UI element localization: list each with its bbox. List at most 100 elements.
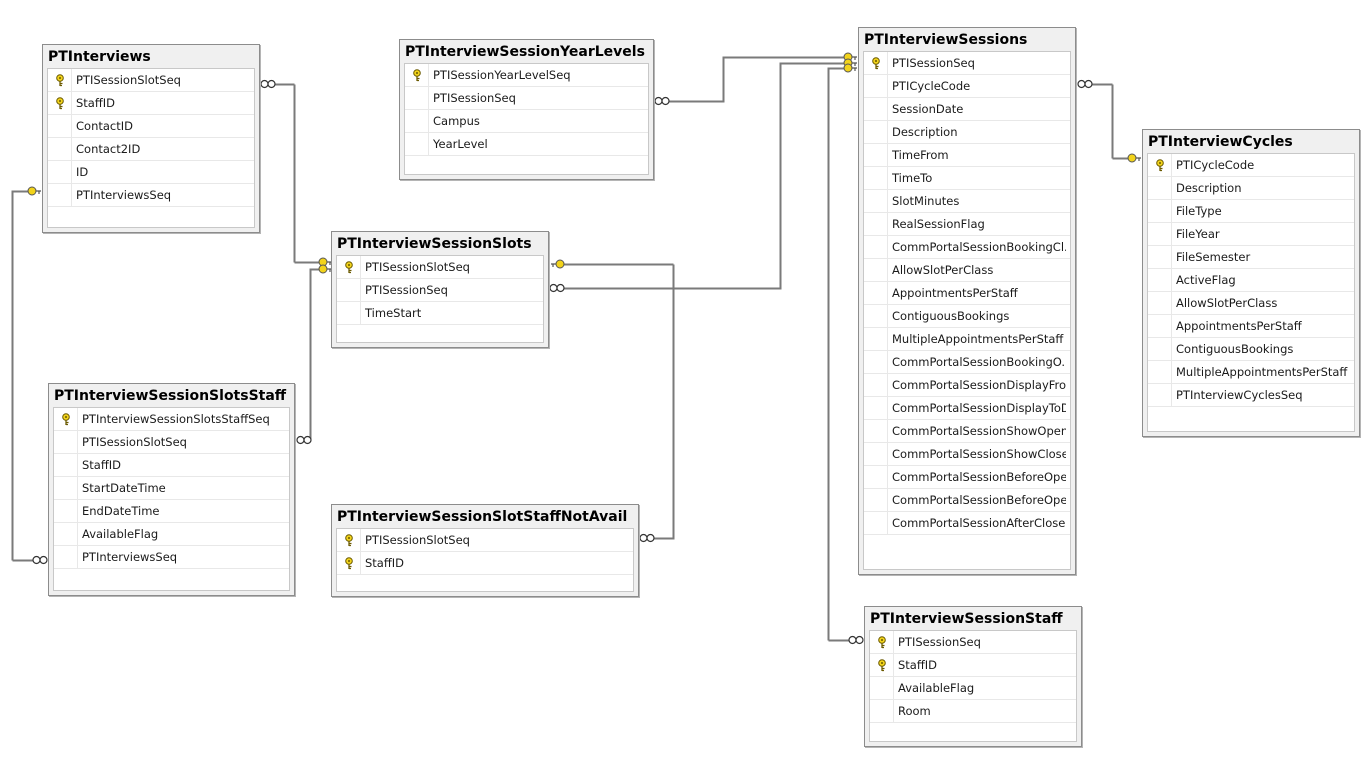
column-name: FileYear [1176, 227, 1220, 241]
table-ptinterviewsessionyearlevels[interactable]: PTInterviewSessionYearLevels PTISessionY… [399, 39, 654, 180]
column-row[interactable]: CommPortalSessionBeforeOpe... [864, 489, 1070, 512]
column-row[interactable]: EndDateTime [54, 500, 289, 523]
column-name: CommPortalSessionBookingCl... [892, 240, 1066, 254]
column-row[interactable]: ContiguousBookings [864, 305, 1070, 328]
column-row[interactable]: CommPortalSessionBeforeOpe... [864, 466, 1070, 489]
column-row[interactable]: PTISessionSeq [405, 87, 648, 110]
column-row[interactable]: CommPortalSessionDisplayFro... [864, 374, 1070, 397]
column-row[interactable]: CommPortalSessionBookingCl... [864, 236, 1070, 259]
relationship-line[interactable] [828, 68, 853, 642]
column-row[interactable]: TimeStart [337, 302, 543, 325]
table-title: PTInterviewSessionSlots [337, 236, 532, 252]
column-row[interactable]: StartDateTime [54, 477, 289, 500]
relationship-line[interactable] [271, 84, 322, 264]
column-row[interactable]: PTInterviewsSeq [54, 546, 289, 569]
relationship-line[interactable] [562, 63, 847, 290]
column-row[interactable]: AllowSlotPerClass [864, 259, 1070, 282]
column-indicator [870, 700, 894, 722]
relationship-line[interactable] [665, 56, 846, 102]
column-name: PTISessionSeq [892, 56, 975, 70]
column-row[interactable]: StaffID [337, 552, 633, 575]
column-row[interactable]: ID [48, 161, 254, 184]
column-indicator [337, 279, 361, 301]
column-row[interactable]: YearLevel [405, 133, 648, 156]
column-row[interactable]: PTISessionSlotSeq [48, 69, 254, 92]
column-row[interactable]: StaffID [54, 454, 289, 477]
column-row[interactable]: PTICycleCode [864, 75, 1070, 98]
table-ptinterviewsessionslots[interactable]: PTInterviewSessionSlots PTISessionSlotSe… [331, 231, 549, 348]
column-row[interactable]: PTInterviewSessionSlotsStaffSeq [54, 408, 289, 431]
column-name: PTICycleCode [892, 79, 971, 93]
column-indicator [864, 121, 888, 143]
column-row[interactable]: SessionDate [864, 98, 1070, 121]
table-ptinterviewsessionslotsstaff[interactable]: PTInterviewSessionSlotsStaff PTInterview… [48, 383, 295, 596]
relationship-line[interactable] [12, 191, 37, 562]
column-row[interactable]: AvailableFlag [54, 523, 289, 546]
column-row[interactable]: TimeTo [864, 167, 1070, 190]
column-row[interactable]: StaffID [870, 654, 1076, 677]
column-row[interactable]: AllowSlotPerClass [1148, 292, 1354, 315]
column-name: Room [898, 704, 931, 718]
relationship-line[interactable] [1089, 84, 1131, 160]
relationship-line[interactable] [308, 268, 321, 441]
column-indicator [1148, 246, 1172, 268]
column-row[interactable]: AvailableFlag [870, 677, 1076, 700]
column-row[interactable]: AppointmentsPerStaff [864, 282, 1070, 305]
column-row[interactable]: Description [1148, 177, 1354, 200]
column-row[interactable]: TimeFrom [864, 144, 1070, 167]
one-end-key-icon [1127, 153, 1141, 163]
column-row[interactable]: PTISessionSeq [864, 52, 1070, 75]
table-ptinterviewsessionslotstaffnotavail[interactable]: PTInterviewSessionSlotStaffNotAvail PTIS… [331, 504, 639, 597]
relationship-line[interactable] [561, 264, 675, 540]
column-row[interactable]: AppointmentsPerStaff [1148, 315, 1354, 338]
column-row[interactable]: Description [864, 121, 1070, 144]
column-row[interactable]: CommPortalSessionAfterClose... [864, 512, 1070, 535]
column-row[interactable]: PTISessionYearLevelSeq [405, 64, 648, 87]
column-row[interactable]: CommPortalSessionDisplayToD... [864, 397, 1070, 420]
column-row[interactable]: PTICycleCode [1148, 154, 1354, 177]
column-name: PTISessionSeq [433, 91, 516, 105]
column-row[interactable]: Contact2ID [48, 138, 254, 161]
relationship-line[interactable] [827, 67, 852, 641]
column-row[interactable]: CommPortalSessionShowClose... [864, 443, 1070, 466]
column-row[interactable]: CommPortalSessionBookingO... [864, 351, 1070, 374]
column-row[interactable]: PTISessionSlotSeq [54, 431, 289, 454]
many-end-icon [32, 555, 48, 565]
relationship-line[interactable] [1088, 83, 1130, 159]
column-row[interactable]: PTInterviewsSeq [48, 184, 254, 207]
column-indicator [48, 184, 72, 206]
column-row[interactable]: Campus [405, 110, 648, 133]
column-row[interactable]: ContiguousBookings [1148, 338, 1354, 361]
relationship-line[interactable] [666, 57, 847, 103]
column-row[interactable]: MultipleAppointmentsPerStaff [1148, 361, 1354, 384]
column-row[interactable]: ActiveFlag [1148, 269, 1354, 292]
column-row[interactable]: MultipleAppointmentsPerStaff [864, 328, 1070, 351]
column-row[interactable]: FileType [1148, 200, 1354, 223]
relationship-line[interactable] [561, 62, 846, 289]
column-row[interactable]: CommPortalSessionShowOpen... [864, 420, 1070, 443]
column-row[interactable]: StaffID [48, 92, 254, 115]
column-indicator [864, 144, 888, 166]
relationship-line[interactable] [560, 263, 674, 539]
column-row[interactable]: PTInterviewCyclesSeq [1148, 384, 1354, 407]
column-row[interactable]: RealSessionFlag [864, 213, 1070, 236]
column-row[interactable]: PTISessionSeq [337, 279, 543, 302]
column-row[interactable]: Room [870, 700, 1076, 723]
table-title: PTInterviewSessionYearLevels [405, 44, 645, 60]
column-name: StaffID [365, 556, 405, 570]
column-row[interactable]: PTISessionSlotSeq [337, 256, 543, 279]
relationship-line[interactable] [309, 269, 322, 442]
column-row[interactable]: ContactID [48, 115, 254, 138]
relationship-line[interactable] [11, 190, 36, 561]
relationship-line[interactable] [270, 83, 321, 263]
column-row[interactable]: SlotMinutes [864, 190, 1070, 213]
column-row[interactable]: FileSemester [1148, 246, 1354, 269]
column-row[interactable]: FileYear [1148, 223, 1354, 246]
column-row[interactable]: PTISessionSeq [870, 631, 1076, 654]
column-row[interactable]: PTISessionSlotSeq [337, 529, 633, 552]
